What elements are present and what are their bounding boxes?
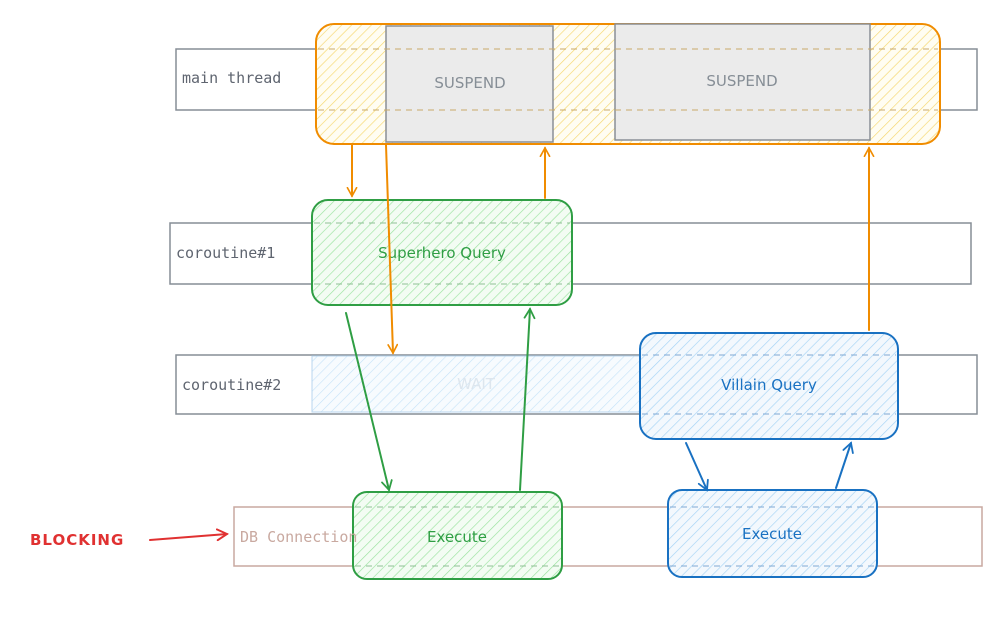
main-thread-label: main thread bbox=[182, 69, 281, 87]
superhero-query-label: Superhero Query bbox=[378, 244, 506, 262]
coroutine1-label: coroutine#1 bbox=[176, 244, 275, 262]
green-arrows bbox=[345, 307, 536, 492]
execute-label-2: Execute bbox=[742, 525, 802, 543]
wait-label: WAIT bbox=[457, 375, 496, 393]
orange-arrows bbox=[346, 144, 875, 355]
suspend-block-1: SUSPEND bbox=[385, 25, 554, 143]
arrow-villain-to-execute bbox=[685, 442, 709, 492]
superhero-query-block: Superhero Query bbox=[311, 199, 573, 306]
lane-coroutine-2 bbox=[175, 354, 978, 415]
blocking-arrow bbox=[149, 528, 230, 542]
execute-block-1: Execute bbox=[352, 491, 563, 580]
blue-arrows bbox=[685, 441, 854, 492]
arrow-superhero-to-execute bbox=[345, 312, 393, 492]
wait-block: WAIT bbox=[311, 355, 643, 413]
arrow-main-to-wait bbox=[385, 144, 399, 355]
suspend-block-2: SUSPEND bbox=[614, 23, 871, 141]
villain-query-label: Villain Query bbox=[721, 376, 817, 394]
lane-db-connection bbox=[233, 506, 983, 567]
execute-block-2: Execute bbox=[667, 489, 878, 578]
villain-query-block: Villain Query bbox=[639, 332, 899, 440]
suspend-label-2: SUSPEND bbox=[706, 72, 777, 90]
blocking-label: BLOCKING bbox=[30, 531, 124, 549]
suspend-label-1: SUSPEND bbox=[434, 74, 505, 92]
execute-label-1: Execute bbox=[427, 528, 487, 546]
db-connection-label: DB Connection bbox=[240, 528, 357, 546]
arrow-execute-to-superhero bbox=[519, 307, 536, 491]
arrow-execute-to-villain bbox=[835, 441, 854, 489]
coroutine2-label: coroutine#2 bbox=[182, 376, 281, 394]
